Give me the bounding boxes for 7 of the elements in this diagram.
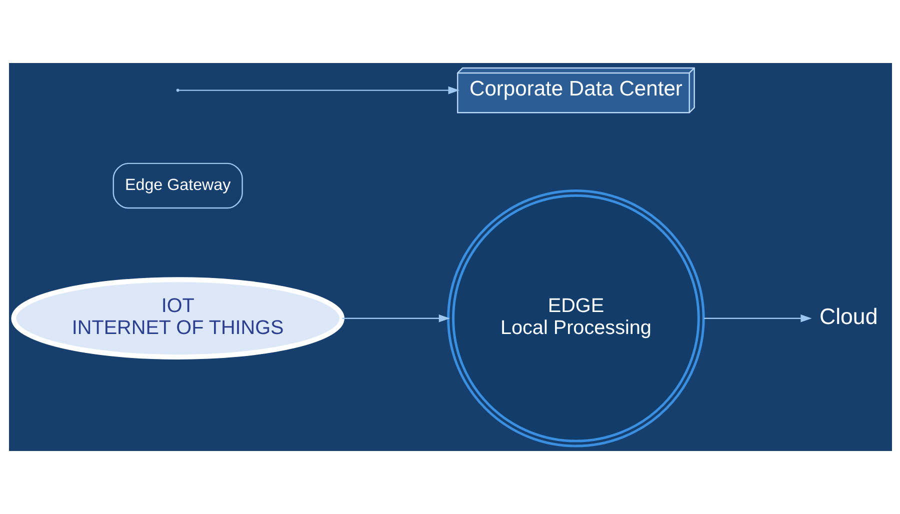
arrow xyxy=(703,314,812,322)
node-circle: EDGE Local Processing xyxy=(446,189,704,448)
arrow xyxy=(342,314,450,322)
node-box: Edge Gateway xyxy=(112,162,242,209)
node-text: Cloud xyxy=(818,304,878,329)
arrow xyxy=(178,86,459,94)
node-ellipse: IOT INTERNET OF THINGS xyxy=(10,277,344,360)
